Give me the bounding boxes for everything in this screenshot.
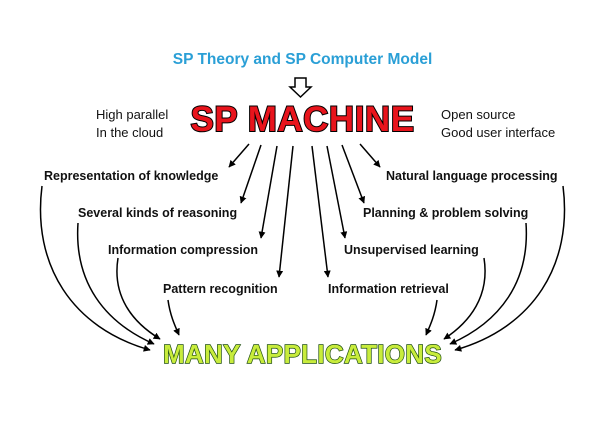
arrow-pattern-to-apps [167,299,180,336]
arrow-to-unsupervised-learning [326,145,348,239]
note-in-the-cloud: In the cloud [96,125,164,140]
arrow-representation-to-apps [39,185,151,352]
arrow-compression-to-apps [116,257,161,340]
hollow-down-arrow-icon [288,77,313,99]
capability-planning-problem-solving: Planning & problem solving [363,206,529,220]
note-good-user-interface: Good user interface [441,125,556,140]
arrow-to-planning [341,144,366,204]
arrow-planning-to-apps [449,222,528,345]
applications-label: MANY APPLICATIONS [162,338,443,369]
note-high-parallel: High parallel [96,107,169,122]
capability-several-kinds-of-reasoning: Several kinds of reasoning [78,206,238,220]
arrow-reasoning-to-apps [76,222,155,345]
arrow-to-information-retrieval [311,145,331,278]
capability-information-compression: Information compression [108,243,259,257]
capability-pattern-recognition: Pattern recognition [163,282,278,296]
arrow-unsupervised-to-apps [443,257,486,340]
machine-title: SP MACHINE [189,99,415,140]
arrow-natural-language-to-apps [454,185,566,352]
left-notes: High parallel In the cloud [96,106,168,142]
capability-natural-language-processing: Natural language processing [386,169,558,183]
arrow-to-compression [258,145,278,239]
arrow-retrieval-to-apps [425,299,438,336]
arrow-to-reasoning [239,144,262,204]
arrow-to-natural-language [359,143,381,168]
note-open-source: Open source [441,107,516,122]
arrow-to-representation [228,143,250,168]
capability-unsupervised-learning: Unsupervised learning [344,243,479,257]
right-notes: Open source Good user interface [441,106,555,142]
capability-representation-of-knowledge: Representation of knowledge [44,169,219,183]
theory-title: SP Theory and SP Computer Model [172,51,433,68]
arrow-to-pattern-recognition [276,145,294,278]
capability-information-retrieval: Information retrieval [328,282,449,296]
